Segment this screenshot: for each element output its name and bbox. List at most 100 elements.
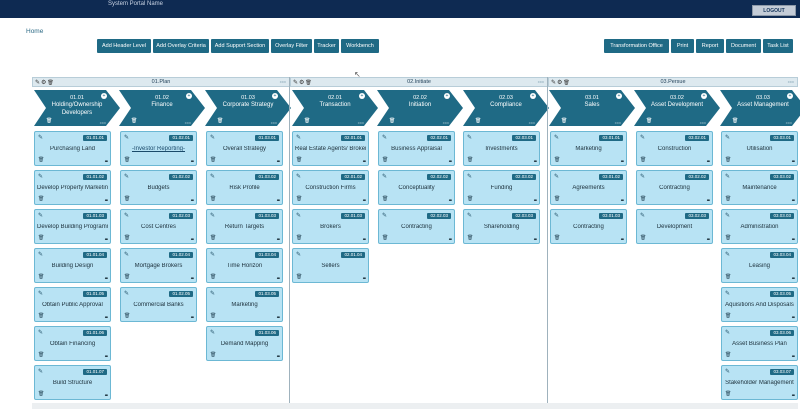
trash-icon[interactable]: 🗑 [296,157,303,163]
ellipsis-icon[interactable]: ○○○ [699,121,706,125]
trash-icon[interactable]: 🗑 [725,235,732,241]
ellipsis-icon[interactable]: ••• [190,198,194,204]
plus-icon[interactable]: + [186,93,192,99]
edit-icon[interactable]: ✎ [293,80,300,86]
ellipsis-icon[interactable]: ••• [620,159,624,165]
ellipsis-icon[interactable]: ••• [104,237,108,243]
edit-icon[interactable]: ✎ [35,80,42,86]
ellipsis-icon[interactable]: ••• [104,198,108,204]
edit-icon[interactable]: ✎ [38,369,44,375]
edit-icon[interactable]: ✎ [640,174,646,180]
edit-icon[interactable]: ✎ [296,135,302,141]
ellipsis-icon[interactable]: ••• [448,198,452,204]
ellipsis-icon[interactable]: ○○○ [537,80,544,84]
edit-icon[interactable]: ✎ [210,174,216,180]
ellipsis-icon[interactable]: ••• [190,276,194,282]
trash-icon[interactable]: 🗑 [725,157,732,163]
trash-icon[interactable]: 🗑 [124,274,131,280]
ellipsis-icon[interactable]: ••• [706,198,710,204]
edit-icon[interactable]: ✎ [725,174,731,180]
trash-icon[interactable]: 🗑 [217,118,224,124]
edit-icon[interactable]: ✎ [382,135,388,141]
edit-icon[interactable]: ✎ [124,213,130,219]
ellipsis-icon[interactable]: ○○○ [442,121,449,125]
edit-icon[interactable]: ✎ [467,135,473,141]
trash-icon[interactable]: 🗑 [640,157,647,163]
toolbar-button-transformation-office[interactable]: Transformation Office [604,39,669,53]
toolbar-button-report[interactable]: Report [696,39,724,53]
ellipsis-icon[interactable]: ••• [104,315,108,321]
trash-icon[interactable]: 🗑 [382,235,389,241]
trash-icon[interactable]: 🗑 [389,118,396,124]
trash-icon[interactable]: 🗑 [382,157,389,163]
edit-icon[interactable]: ✎ [38,291,44,297]
trash-icon[interactable]: 🗑 [725,274,732,280]
toolbar-button-add-support-section[interactable]: Add Support Section [211,39,269,53]
edit-icon[interactable]: ✎ [554,135,560,141]
trash-icon[interactable]: 🗑 [640,196,647,202]
logout-button[interactable]: LOGOUT [752,5,796,16]
trash-icon[interactable]: 🗑 [646,118,653,124]
ellipsis-icon[interactable]: ••• [190,315,194,321]
trash-icon[interactable]: 🗑 [725,196,732,202]
ellipsis-icon[interactable]: ○○○ [99,121,106,125]
trash-icon[interactable]: 🗑 [467,196,474,202]
ellipsis-icon[interactable]: ••• [276,159,280,165]
ellipsis-icon[interactable]: ••• [104,354,108,360]
plus-icon[interactable]: + [101,93,107,99]
ellipsis-icon[interactable]: ••• [104,393,108,399]
edit-icon[interactable]: ✎ [210,135,216,141]
edit-icon[interactable]: ✎ [725,252,731,258]
toolbar-button-document[interactable]: Document [726,39,761,53]
ellipsis-icon[interactable]: ••• [791,276,795,282]
gear-icon[interactable]: ⚙ [557,80,564,86]
ellipsis-icon[interactable]: ••• [791,315,795,321]
ellipsis-icon[interactable]: ••• [533,237,537,243]
ellipsis-icon[interactable]: ••• [533,159,537,165]
trash-icon[interactable]: 🗑 [131,118,138,124]
ellipsis-icon[interactable]: ••• [190,237,194,243]
ellipsis-icon[interactable]: ○○○ [270,121,277,125]
trash-icon[interactable]: 🗑 [305,80,313,86]
ellipsis-icon[interactable]: ••• [276,237,280,243]
trash-icon[interactable]: 🗑 [304,118,311,124]
ellipsis-icon[interactable]: ••• [362,276,366,282]
trash-icon[interactable]: 🗑 [467,157,474,163]
process-card[interactable]: ✎01.02.01-Investor Reporting-🗑••• [120,131,197,166]
ellipsis-icon[interactable]: ••• [620,237,624,243]
plus-icon[interactable]: + [359,93,365,99]
edit-icon[interactable]: ✎ [296,213,302,219]
breadcrumb-home[interactable]: Home [26,28,44,35]
toolbar-button-add-overlay-criteria[interactable]: Add Overlay Criteria [153,39,209,53]
ellipsis-icon[interactable]: ••• [276,198,280,204]
ellipsis-icon[interactable]: ••• [362,198,366,204]
edit-icon[interactable]: ✎ [124,291,130,297]
trash-icon[interactable]: 🗑 [124,196,131,202]
ellipsis-icon[interactable]: ○○○ [785,121,792,125]
trash-icon[interactable]: 🗑 [475,118,482,124]
edit-icon[interactable]: ✎ [38,135,44,141]
trash-icon[interactable]: 🗑 [210,235,217,241]
trash-icon[interactable]: 🗑 [296,235,303,241]
edit-icon[interactable]: ✎ [725,369,731,375]
trash-icon[interactable]: 🗑 [210,313,217,319]
edit-icon[interactable]: ✎ [725,291,731,297]
plus-icon[interactable]: + [530,93,536,99]
trash-icon[interactable]: 🗑 [210,352,217,358]
